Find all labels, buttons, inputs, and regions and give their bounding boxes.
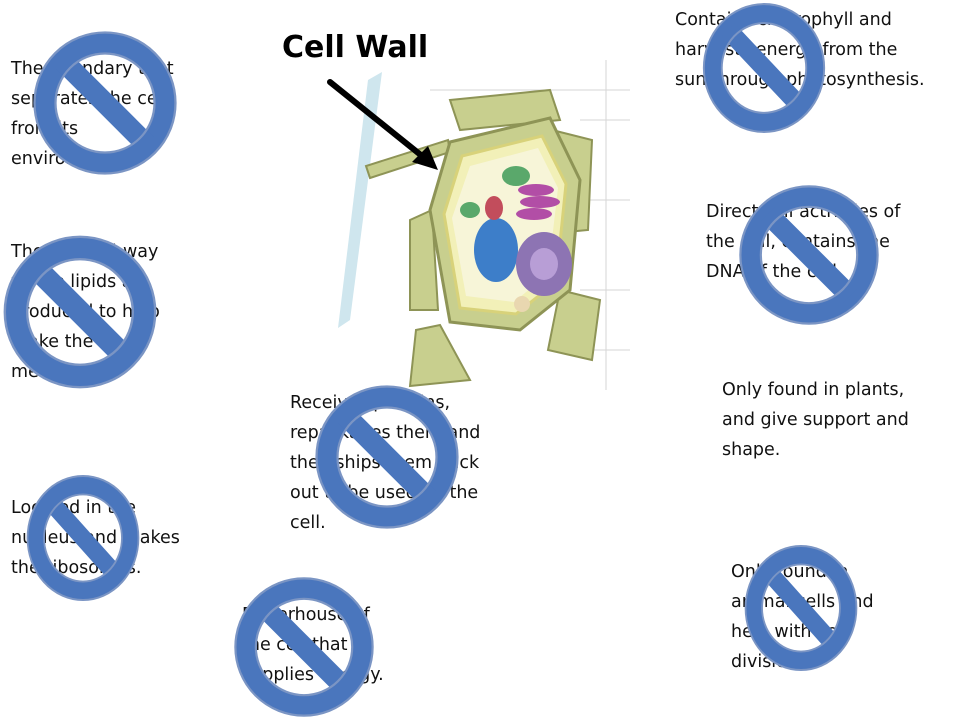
prohibited-icon: [700, 0, 828, 136]
prohibited-icon: [230, 574, 378, 720]
prohibited-icon: [24, 472, 142, 604]
prohibited-icon: [742, 542, 860, 674]
slide-title: Cell Wall: [282, 30, 429, 65]
prohibited-icon: [312, 382, 462, 532]
plant-cell-illustration: [338, 60, 630, 390]
prohibited-icon: [0, 232, 160, 392]
pointer-arrow-icon: [327, 79, 438, 170]
prohibited-icon: [736, 182, 882, 328]
prohibited-icon: [30, 28, 180, 178]
label-cell-wall: Only found in plants, and give support a…: [722, 380, 909, 460]
